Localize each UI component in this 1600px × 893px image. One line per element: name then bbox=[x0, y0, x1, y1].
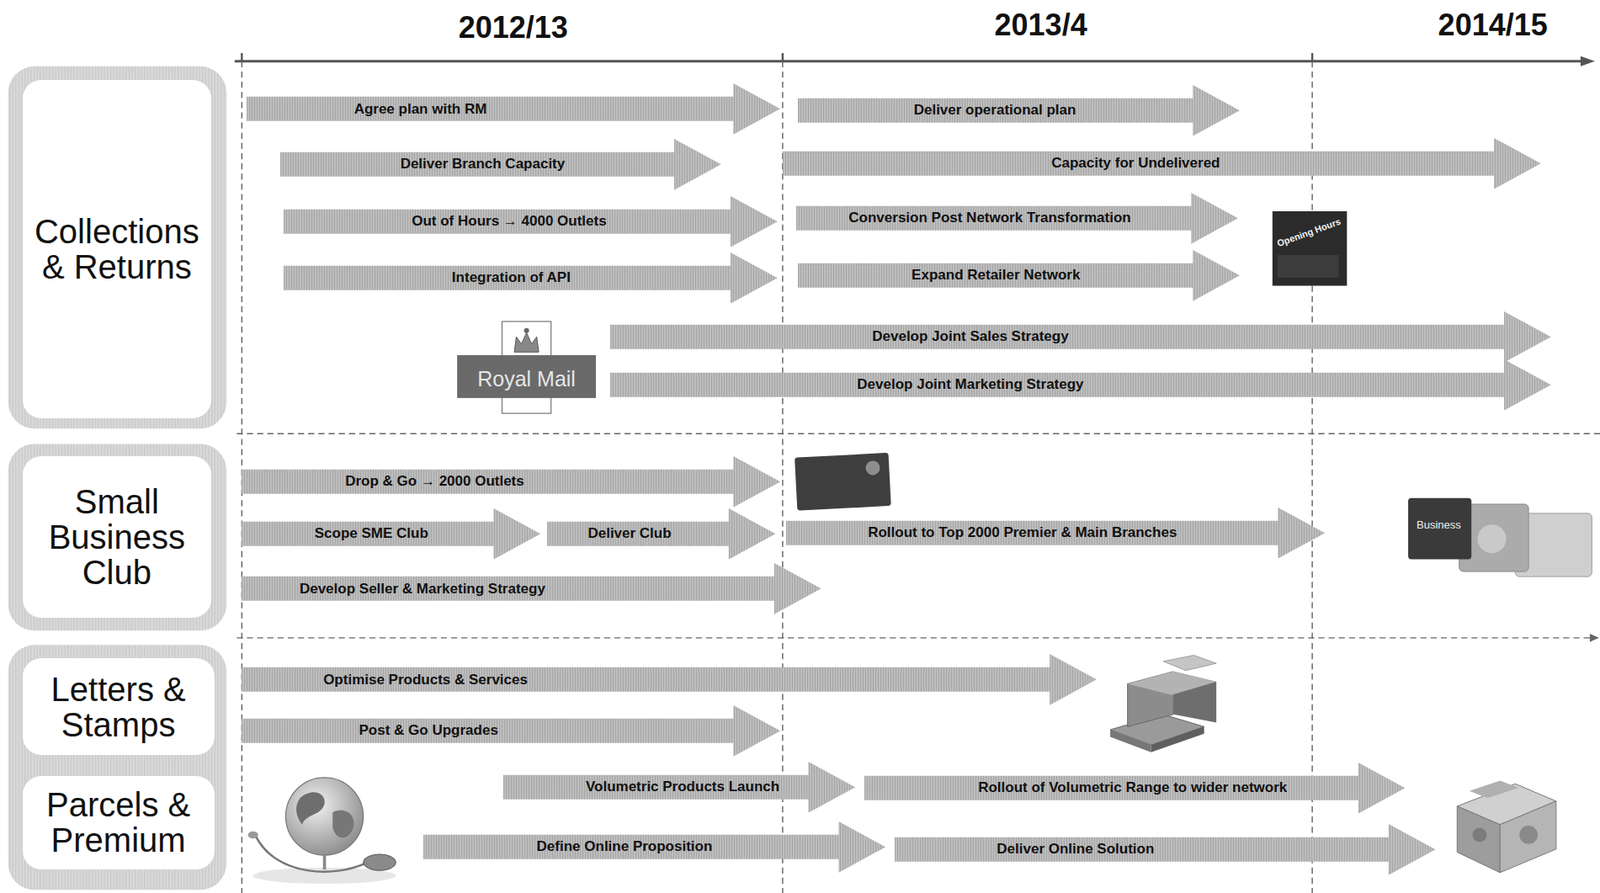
arrow-polygon bbox=[797, 249, 1240, 302]
arrow-label: Agree plan with RM bbox=[354, 100, 488, 118]
roadmap-arrow: Drop & Go → 2000 Outlets bbox=[241, 456, 781, 508]
arrow-polygon bbox=[241, 508, 541, 560]
arrow-polygon bbox=[241, 563, 822, 615]
arrow-label: Develop Joint Sales Strategy bbox=[871, 328, 1069, 346]
arrow-polygon bbox=[283, 196, 778, 248]
arrow-polygon bbox=[547, 508, 777, 560]
arrow-polygon bbox=[283, 252, 778, 304]
arrow-polygon bbox=[797, 85, 1240, 137]
arrow-label: Scope SME Club bbox=[314, 525, 429, 543]
arrow-label: Conversion Post Network Transformation bbox=[848, 209, 1131, 227]
arrow-label: Deliver Branch Capacity bbox=[400, 155, 566, 173]
logo-text: Royal Mail bbox=[477, 366, 576, 391]
arrow-label: Volumetric Products Launch bbox=[585, 778, 780, 796]
roadmap-arrow: Deliver Club bbox=[547, 508, 777, 560]
arrow-polygon bbox=[503, 761, 856, 814]
category-title: Collections & Returns bbox=[29, 213, 205, 285]
category-box: Letters & Stamps bbox=[22, 658, 215, 755]
arrow-label: Rollout of Volumetric Range to wider net… bbox=[978, 779, 1287, 797]
arrow-polygon bbox=[241, 705, 781, 757]
arrow-shape bbox=[894, 823, 1436, 876]
arrow-shape bbox=[241, 705, 781, 757]
roadmap-arrow: Volumetric Products Launch bbox=[503, 761, 856, 814]
arrow-polygon bbox=[894, 823, 1436, 876]
roadmap-arrow: Scope SME Club bbox=[241, 508, 541, 560]
arrow-polygon bbox=[864, 762, 1406, 814]
arrow-shape bbox=[246, 83, 781, 135]
roadmap-arrow: Deliver Online Solution bbox=[894, 823, 1436, 876]
roadmap-arrow: Rollout of Volumetric Range to wider net… bbox=[864, 762, 1406, 814]
arrow-label: Deliver Club bbox=[587, 525, 671, 543]
card-text: Business bbox=[1416, 518, 1462, 532]
arrow-label: Post & Go Upgrades bbox=[359, 722, 499, 739]
category-title: Parcels & Premium bbox=[29, 786, 208, 858]
year-heading: 2014/15 bbox=[1438, 7, 1548, 43]
arrow-polygon bbox=[241, 456, 781, 508]
arrow-polygon bbox=[786, 507, 1325, 559]
arrow-label: Expand Retailer Network bbox=[911, 266, 1080, 284]
arrow-label: Integration of API bbox=[451, 269, 571, 287]
year-heading: 2013/4 bbox=[994, 7, 1088, 43]
arrow-label: Develop Joint Marketing Strategy bbox=[856, 376, 1084, 394]
arrow-polygon bbox=[280, 138, 722, 191]
arrow-polygon bbox=[796, 192, 1239, 245]
category-box: Small Business Club bbox=[22, 456, 212, 618]
arrow-label: Rollout to Top 2000 Premier & Main Branc… bbox=[867, 524, 1177, 542]
roadmap-arrow: Define Online Proposition bbox=[423, 821, 886, 873]
arrow-label: Capacity for Undelivered bbox=[1051, 154, 1220, 172]
arrow-polygon bbox=[782, 138, 1542, 190]
arrow-label: Drop & Go → 2000 Outlets bbox=[345, 473, 525, 490]
arrow-polygon bbox=[423, 821, 886, 873]
arrow-polygon bbox=[610, 311, 1552, 363]
roadmap-arrow: Optimise Products & Services bbox=[241, 653, 1097, 706]
category-title: Letters & Stamps bbox=[29, 671, 208, 743]
roadmap-arrow: Expand Retailer Network bbox=[797, 249, 1240, 302]
arrow-label: Out of Hours → 4000 Outlets bbox=[411, 212, 606, 230]
roadmap-arrow: Deliver Branch Capacity bbox=[280, 138, 722, 191]
arrow-label: Deliver operational plan bbox=[914, 101, 1077, 119]
arrow-label: Deliver Online Solution bbox=[996, 840, 1154, 858]
roadmap-arrow: Conversion Post Network Transformation bbox=[796, 192, 1239, 245]
arrow-polygon bbox=[610, 359, 1552, 411]
category-title: Small Business Club bbox=[29, 483, 205, 591]
roadmap-arrow: Deliver operational plan bbox=[797, 85, 1240, 137]
roadmap-arrow: Capacity for Undelivered bbox=[782, 138, 1542, 190]
roadmap-arrow: Develop Joint Marketing Strategy bbox=[610, 359, 1552, 411]
roadmap-arrow: Develop Joint Sales Strategy bbox=[610, 311, 1552, 363]
roadmap-arrow: Develop Seller & Marketing Strategy bbox=[241, 563, 822, 615]
category-box: Parcels & Premium bbox=[22, 776, 215, 871]
roadmap-arrow: Out of Hours → 4000 Outlets bbox=[283, 196, 778, 248]
roadmap-arrow: Agree plan with RM bbox=[246, 83, 781, 135]
arrow-label: Develop Seller & Marketing Strategy bbox=[299, 580, 546, 598]
roadmap-arrow: Post & Go Upgrades bbox=[241, 705, 781, 757]
category-box: Collections & Returns bbox=[22, 79, 212, 420]
arrow-polygon bbox=[241, 653, 1097, 706]
year-heading: 2012/13 bbox=[458, 10, 569, 46]
arrow-label: Define Online Proposition bbox=[536, 838, 713, 856]
arrow-shape bbox=[610, 311, 1552, 363]
roadmap-arrow: Integration of API bbox=[283, 252, 778, 304]
arrow-label: Optimise Products & Services bbox=[323, 671, 528, 689]
roadmap-arrow: Rollout to Top 2000 Premier & Main Branc… bbox=[786, 507, 1325, 559]
arrow-polygon bbox=[246, 83, 781, 135]
